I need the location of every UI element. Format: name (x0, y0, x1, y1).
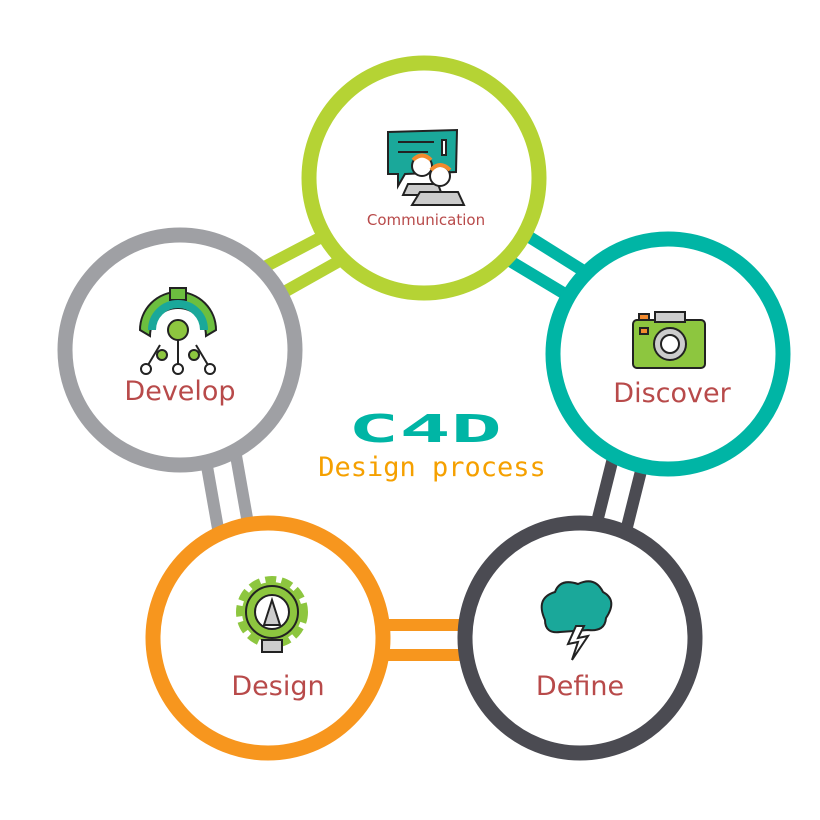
ring-communication (301, 55, 547, 301)
ring-develop (57, 227, 303, 473)
connector-define-design (380, 619, 470, 661)
center-logo-text: C4D (348, 407, 502, 451)
gear-circuit-icon (138, 287, 218, 375)
people-chat-icon (387, 128, 466, 206)
label-communication: Communication (367, 211, 485, 229)
camera-icon (632, 311, 706, 369)
brain-storm-icon (540, 580, 613, 661)
label-develop: Develop (124, 376, 235, 407)
gear-pencil-icon (236, 576, 308, 653)
label-design: Design (231, 671, 324, 702)
label-define: Define (536, 671, 624, 702)
label-discover: Discover (613, 378, 731, 409)
center-subtitle: Design process (318, 452, 546, 483)
